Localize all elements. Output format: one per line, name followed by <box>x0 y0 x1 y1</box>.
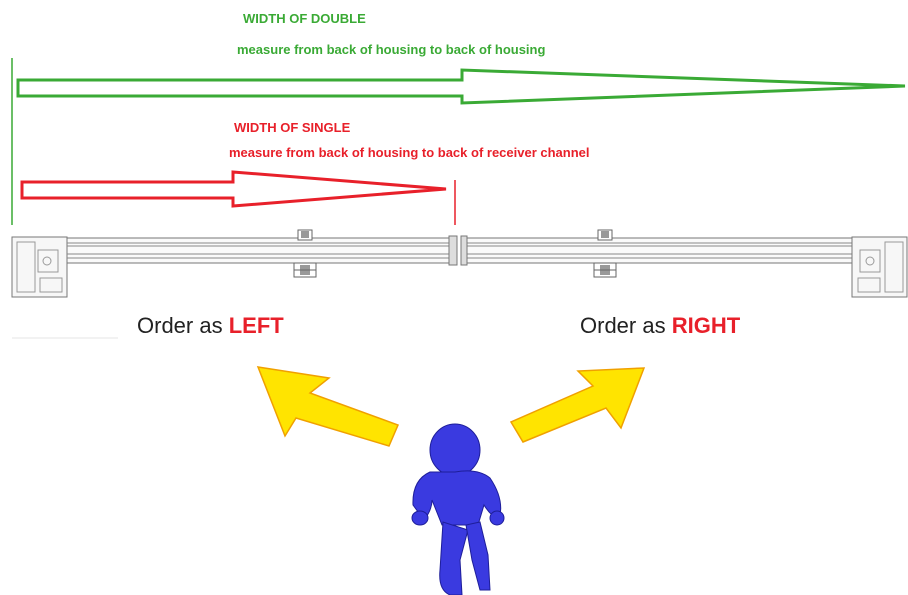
left-housing <box>11 236 68 298</box>
single-width-arrow <box>20 170 447 208</box>
single-width-title: WIDTH OF SINGLE <box>234 120 351 135</box>
order-right-side: RIGHT <box>671 313 741 338</box>
double-width-arrow <box>16 68 906 105</box>
right-yellow-arrow <box>509 367 646 443</box>
single-width-subtitle: measure from back of housing to back of … <box>229 145 590 160</box>
right-housing <box>851 236 908 298</box>
order-right-prefix: Order as <box>580 313 666 338</box>
right-rail <box>460 229 858 278</box>
track-profile-drawing <box>11 229 908 298</box>
order-left-prefix: Order as <box>137 313 223 338</box>
order-right-label: Order as RIGHT <box>580 313 740 339</box>
double-width-subtitle: measure from back of housing to back of … <box>237 42 546 57</box>
order-left-side: LEFT <box>228 313 284 338</box>
left-yellow-arrow <box>256 366 400 447</box>
left-rail <box>66 229 458 278</box>
order-left-label: Order as LEFT <box>137 313 284 339</box>
walking-figure <box>411 423 505 595</box>
double-width-title: WIDTH OF DOUBLE <box>243 11 366 26</box>
